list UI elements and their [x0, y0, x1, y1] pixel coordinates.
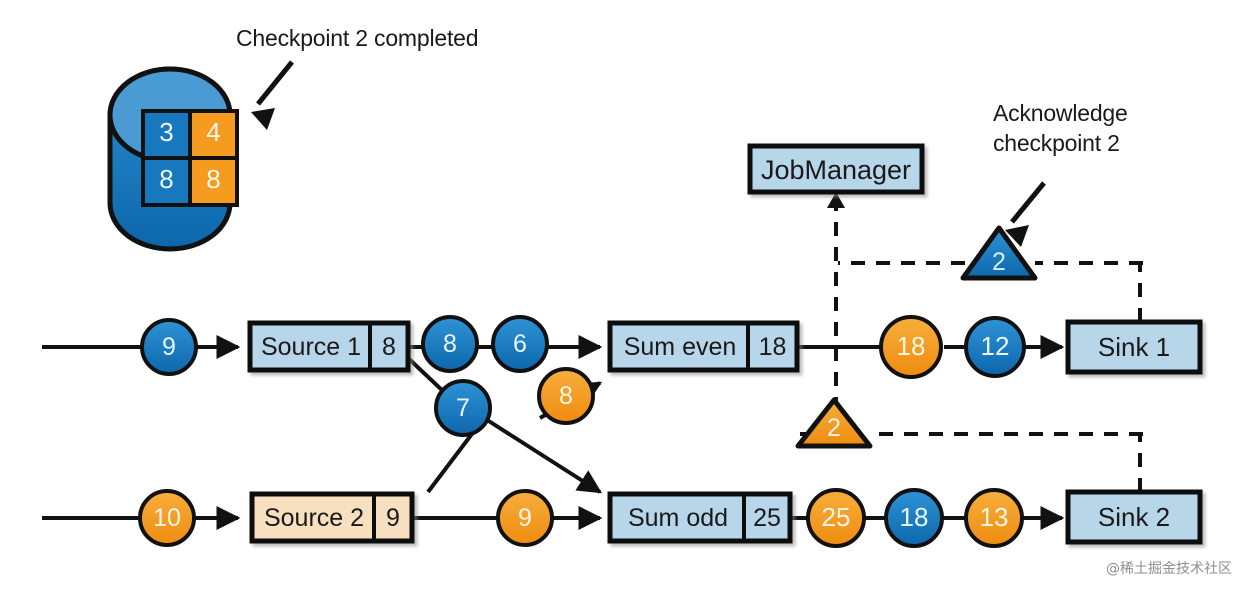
jobmanager-label: JobManager	[760, 155, 912, 185]
sink2-label: Sink 2	[1097, 502, 1171, 532]
sum-even-label: Sum even	[623, 333, 737, 361]
record-odd-out-a: 25	[821, 502, 851, 532]
barrier-orange-value: 2	[827, 414, 841, 442]
store-cell-1: 4	[206, 117, 221, 147]
source2-state: 9	[386, 504, 400, 532]
sink1-label: Sink 1	[1097, 332, 1171, 362]
record-s2-out-a: 8	[559, 382, 573, 410]
store-cell-3: 8	[206, 164, 221, 194]
checkpoint-completed-annotation: Checkpoint 2 completed	[236, 25, 479, 51]
acknowledge-annotation-line1: Acknowledge	[993, 100, 1128, 126]
sum-even-state: 18	[758, 333, 787, 361]
record-even-out-b: 12	[980, 331, 1010, 361]
record-odd-out-c: 13	[979, 502, 1009, 532]
record-source2-in: 10	[153, 504, 181, 532]
record-s1-out-c: 7	[456, 394, 470, 422]
record-even-out-a: 18	[896, 331, 926, 361]
record-s1-out-b: 6	[513, 330, 527, 358]
record-s1-out-a: 8	[443, 330, 457, 358]
source1-state: 8	[382, 333, 396, 361]
sum-odd-label: Sum odd	[627, 504, 729, 532]
record-s2-out-b: 9	[518, 504, 532, 532]
watermark: @稀土掘金技术社区	[1106, 561, 1232, 577]
source1-label: Source 1	[260, 333, 362, 361]
sum-odd-state: 25	[753, 504, 781, 532]
barrier-blue-value: 2	[992, 248, 1006, 276]
store-cell-2: 8	[159, 164, 174, 194]
acknowledge-annotation-line2: checkpoint 2	[993, 130, 1120, 156]
source2-label: Source 2	[263, 504, 365, 532]
record-odd-out-b: 18	[899, 502, 929, 532]
store-cell-0: 3	[159, 117, 174, 147]
record-source1-in: 9	[162, 333, 176, 361]
